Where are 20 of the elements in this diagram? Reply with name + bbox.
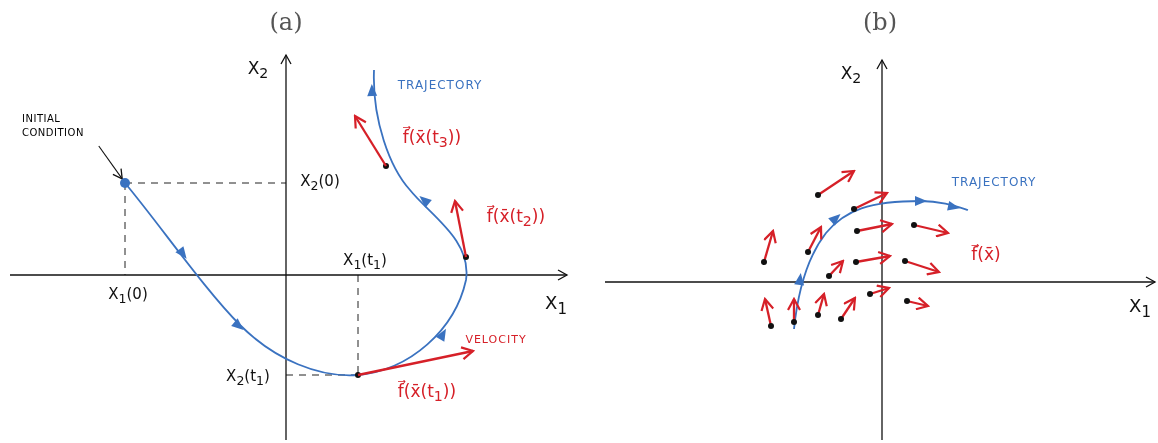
axis-tick-label: X$_{2}$(0) [300, 173, 340, 193]
axis-label: X$_{1}$ [545, 292, 567, 318]
curve-label: TRAJECTORY [397, 79, 483, 93]
vector-label: f⃗(x̄) [971, 244, 1001, 264]
leader-line [98, 145, 123, 180]
axis-label: X$_{2}$ [247, 58, 269, 82]
axis-tick-label: X$_{1}$(t$_{1}$) [343, 252, 387, 272]
vector-label: f⃗(x̄(t$_{3}$)) [402, 127, 462, 151]
vector-label: f⃗(x̄(t$_{1}$)) [397, 381, 457, 405]
axis-tick-label: X$_{1}$(0) [108, 286, 148, 306]
vector-label: VELOCITY [465, 333, 527, 347]
initial-point-marker [120, 178, 130, 188]
axis-tick-label: X$_{2}$(t$_{1}$) [226, 368, 270, 388]
axis-label: X$_{1}$ [1129, 295, 1151, 321]
panel-label: (b) [862, 8, 898, 36]
annotation-text: INITIAL CONDITION [22, 112, 114, 144]
vector-label: f⃗(x̄(t$_{2}$)) [486, 206, 546, 230]
panel-label: (a) [269, 8, 303, 36]
axis-label: X$_{2}$ [840, 63, 862, 87]
curve-label: TRAJECTORY [951, 176, 1037, 190]
